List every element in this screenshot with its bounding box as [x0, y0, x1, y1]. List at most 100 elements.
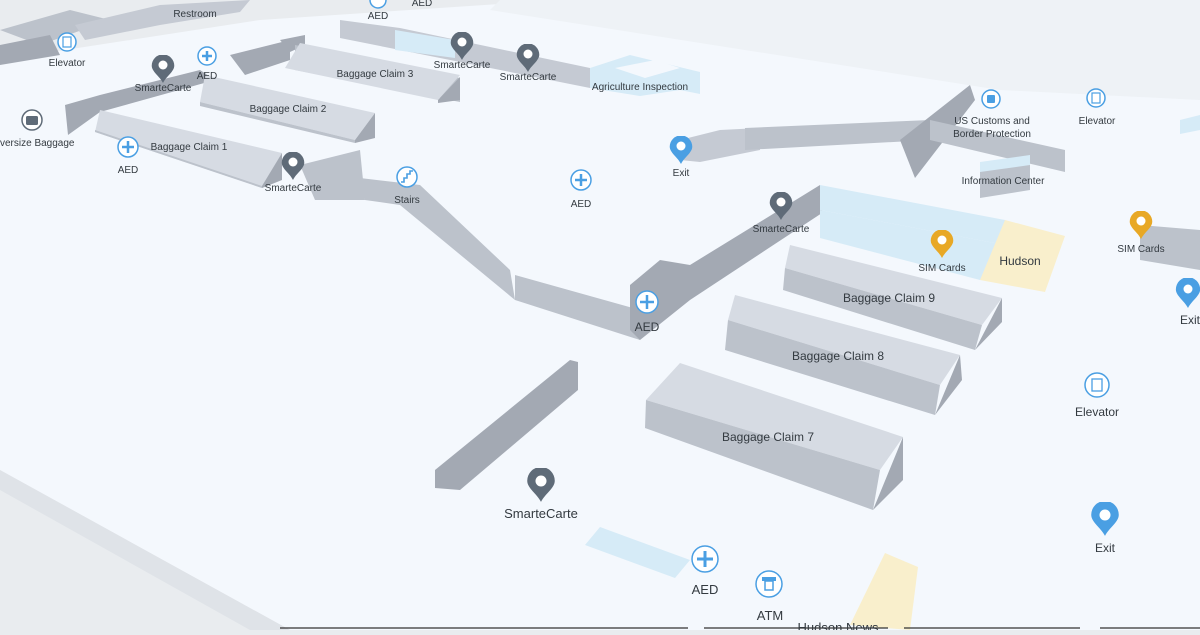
- wall: [262, 153, 282, 188]
- hudson-shop[interactable]: [980, 220, 1065, 292]
- aed-label: AED: [412, 0, 433, 9]
- poi-aed-center[interactable]: AED: [570, 169, 592, 210]
- pin-dot: [288, 157, 298, 167]
- info-center-top: [980, 155, 1030, 172]
- poi-stairs[interactable]: Stairs: [394, 166, 420, 206]
- poi-exit-east[interactable]: Exit: [1175, 277, 1200, 327]
- smartecarte-label: SmarteCarte: [265, 183, 322, 194]
- wall: [873, 437, 903, 510]
- aed-cross: [640, 295, 654, 309]
- wall: [0, 10, 110, 45]
- poi-smartecarte-1[interactable]: SmarteCarte: [135, 54, 192, 94]
- stairs-glyph: [401, 170, 413, 183]
- wall: [1140, 225, 1200, 270]
- pin-dot: [1136, 216, 1146, 226]
- poi-smartecarte-5[interactable]: SmarteCarte: [753, 191, 810, 235]
- poi-aed-mid[interactable]: AED: [635, 290, 660, 334]
- baggage-claim-2[interactable]: [200, 75, 375, 140]
- elevator-icon: [57, 32, 77, 52]
- poi-elevator-east[interactable]: Elevator: [1075, 372, 1119, 419]
- pin-dot: [158, 60, 168, 70]
- wall: [690, 185, 822, 300]
- baggage-claim-1[interactable]: [95, 110, 282, 188]
- exit-label: Exit: [673, 168, 690, 179]
- customs-label-line1: US Customs and: [954, 116, 1030, 127]
- elevator-label: Elevator: [49, 58, 86, 69]
- curb: [0, 470, 290, 630]
- wall: [300, 150, 365, 200]
- pin-dot: [937, 235, 947, 245]
- exit-label: Exit: [1095, 541, 1116, 555]
- poi-exit-southeast[interactable]: Exit: [1091, 501, 1119, 555]
- poi-smartecarte-2[interactable]: SmarteCarte: [434, 31, 491, 71]
- sim-cards-label: SIM Cards: [918, 263, 965, 274]
- agriculture-inspection-label: Agriculture Inspection: [592, 82, 688, 93]
- poi-aed-bc1[interactable]: AED: [117, 136, 139, 176]
- aed-cross: [202, 51, 212, 61]
- wall: [360, 178, 515, 300]
- sim-cards-label: SIM Cards: [1117, 244, 1164, 255]
- atm-glyph: [762, 577, 776, 581]
- wall: [230, 40, 290, 75]
- atm-label: ATM: [757, 608, 783, 623]
- elevator-icon: [1084, 372, 1110, 398]
- wall: [200, 102, 355, 143]
- exit-label: Exit: [1180, 313, 1200, 327]
- poi-smartecarte-4[interactable]: SmarteCarte: [265, 151, 322, 194]
- poi-customs[interactable]: US Customs and Border Protection: [953, 89, 1031, 140]
- poi-aed-top-2[interactable]: AED: [412, 0, 433, 9]
- elevator-glyph: [1091, 92, 1101, 104]
- oversize-baggage-label: versize Baggage: [0, 138, 75, 149]
- wall: [935, 355, 962, 415]
- atm-glyph-2: [764, 580, 774, 591]
- wall: [515, 275, 640, 340]
- poi-elevator-ne[interactable]: Elevator: [1079, 88, 1116, 127]
- poi-aed-bc2[interactable]: AED: [197, 46, 218, 82]
- poi-atm[interactable]: ATM: [755, 570, 783, 623]
- aed-cross: [697, 551, 713, 567]
- hudson-news-label: Hudson News: [798, 620, 879, 630]
- baggage-claim-8-label: Baggage Claim 8: [792, 349, 884, 363]
- pin-dot: [457, 37, 467, 47]
- smartecarte-label: SmarteCarte: [434, 60, 491, 71]
- baggage-claim-7[interactable]: [646, 363, 903, 470]
- baggage-claim-1-label: Baggage Claim 1: [151, 142, 228, 153]
- wall: [930, 120, 1065, 172]
- information-center-label: Information Center: [962, 176, 1045, 187]
- poi-sim-cards-2[interactable]: SIM Cards: [1117, 210, 1165, 255]
- pin-dot: [1183, 284, 1193, 294]
- baggage-claim-7-label: Baggage Claim 7: [722, 430, 814, 444]
- aed-cross: [575, 174, 587, 186]
- blue-room-front: [820, 210, 1005, 280]
- poi-smartecarte-6[interactable]: SmarteCarte: [504, 467, 578, 521]
- hudson-news-shop[interactable]: [850, 553, 918, 630]
- aed-label: AED: [368, 11, 389, 22]
- wall: [65, 70, 215, 135]
- poi-exit-center[interactable]: Exit: [669, 135, 693, 179]
- wall: [680, 128, 760, 162]
- smartecarte-label: SmarteCarte: [504, 506, 578, 521]
- baggage-claim-9[interactable]: [785, 245, 1002, 325]
- poi-oversize-baggage[interactable]: [21, 109, 43, 131]
- poi-smartecarte-3[interactable]: SmarteCarte: [500, 43, 557, 83]
- hudson-label: Hudson: [999, 254, 1040, 268]
- wall: [783, 268, 982, 350]
- poi-sim-cards-1[interactable]: SIM Cards: [918, 229, 966, 274]
- wall: [975, 298, 1002, 350]
- smartecarte-label: SmarteCarte: [753, 224, 810, 235]
- poi-elevator-west[interactable]: Elevator: [49, 32, 86, 69]
- elevator-glyph: [62, 36, 72, 48]
- customs-glyph: [987, 95, 995, 103]
- agriculture-inner: [615, 60, 680, 78]
- baggage-claim-8[interactable]: [728, 295, 960, 385]
- baggage-glyph: [26, 116, 38, 125]
- glass-room: [395, 30, 455, 58]
- poi-aed-top[interactable]: AED: [368, 0, 389, 22]
- baggage-claim-3[interactable]: [285, 43, 460, 100]
- customs-label-line2: Border Protection: [953, 129, 1031, 140]
- poi-aed-south[interactable]: AED: [691, 545, 719, 597]
- blue-room: [820, 185, 1005, 245]
- baggage-claim-3-label: Baggage Claim 3: [337, 69, 414, 80]
